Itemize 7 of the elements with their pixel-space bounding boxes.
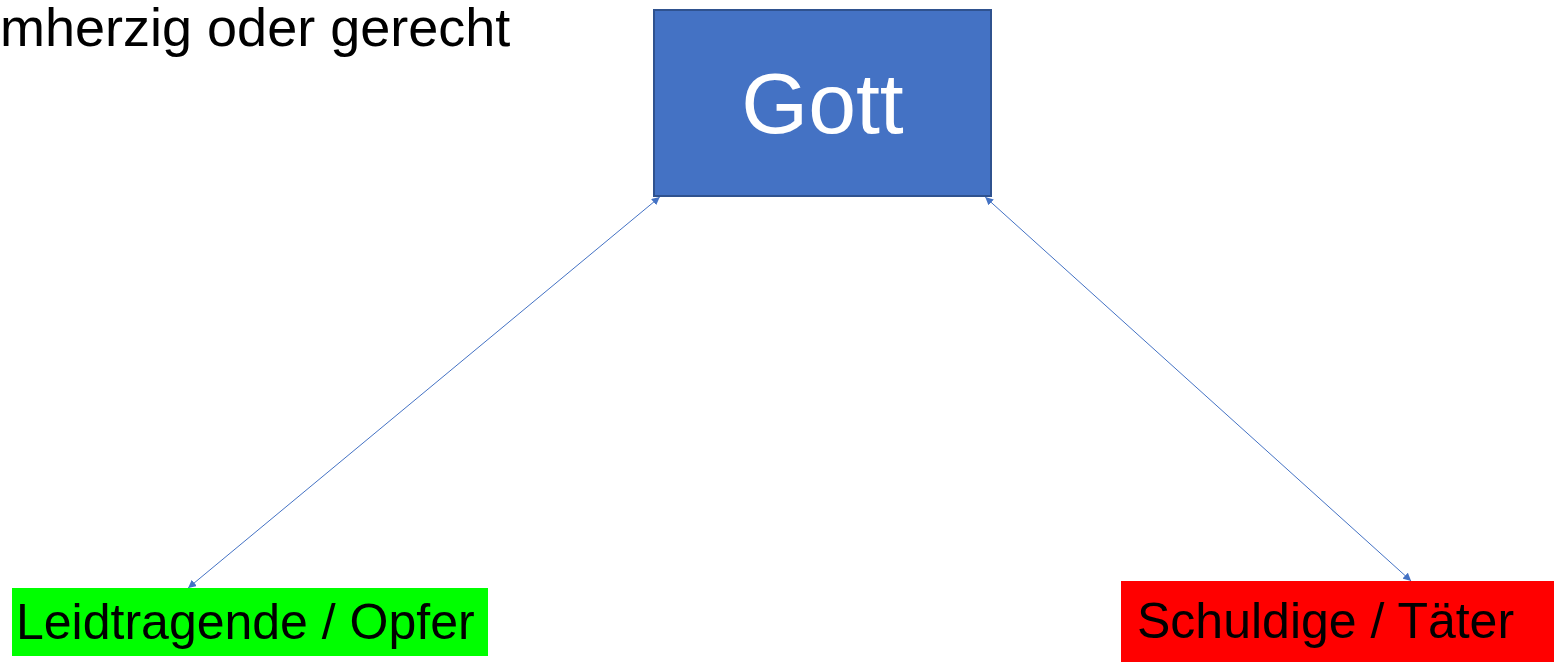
process-box [653, 9, 992, 197]
double-arrow [187, 196, 661, 589]
node-label: Gott [741, 53, 904, 153]
node-label: Leidtragende / Opfer [16, 592, 475, 652]
double-arrow [984, 196, 1412, 582]
node-label: Schuldige / Täter [1137, 592, 1515, 651]
label-box [1121, 581, 1554, 662]
